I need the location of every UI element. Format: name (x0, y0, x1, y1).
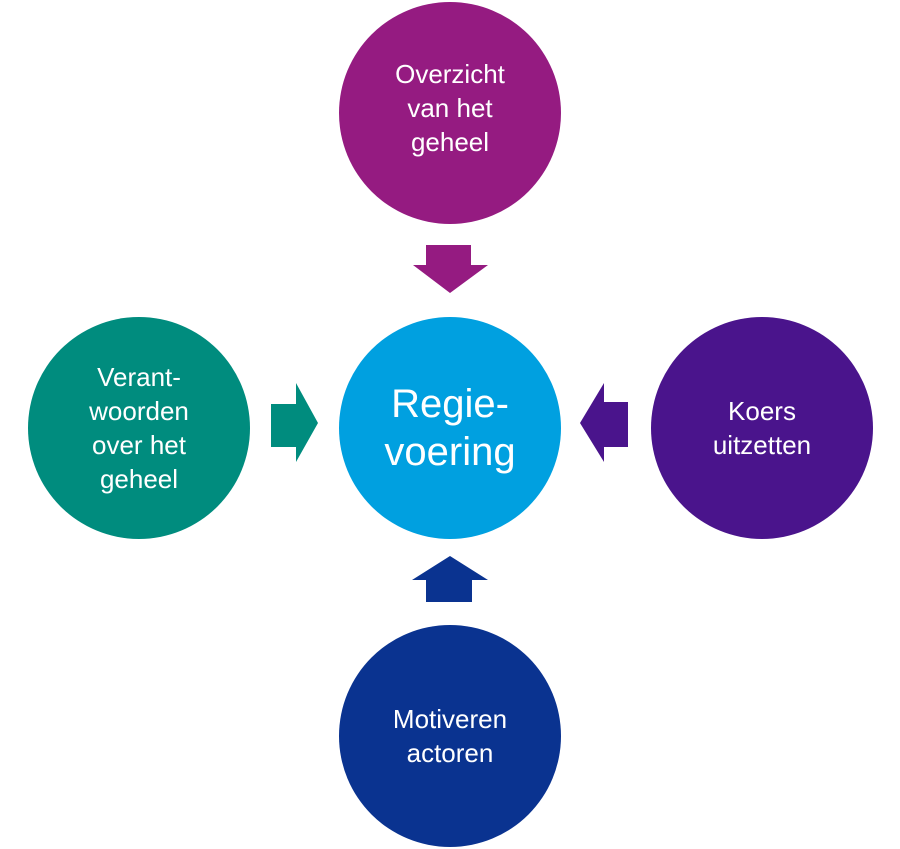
node-overzicht-van-het-geheel: Overzicht van het geheel (339, 2, 561, 224)
arrow-up-icon (412, 556, 488, 602)
arrow-left-icon (580, 383, 628, 462)
node-koers-uitzetten: Koers uitzetten (651, 317, 873, 539)
node-label: Overzicht van het geheel (395, 59, 505, 157)
node-label: Motiveren actoren (392, 704, 508, 768)
arrow-right-icon (271, 383, 318, 462)
node-label: Verant- woorden over het geheel (89, 362, 189, 494)
node-regievoering-center: Regie- voering (339, 317, 561, 539)
center-label: Regie- voering (384, 382, 516, 474)
node-verantwoorden-over-het-geheel: Verant- woorden over het geheel (28, 317, 250, 539)
node-label: Koers uitzetten (712, 396, 812, 460)
arrow-down-icon (413, 245, 488, 293)
node-motiveren-actoren: Motiveren actoren (339, 625, 561, 847)
